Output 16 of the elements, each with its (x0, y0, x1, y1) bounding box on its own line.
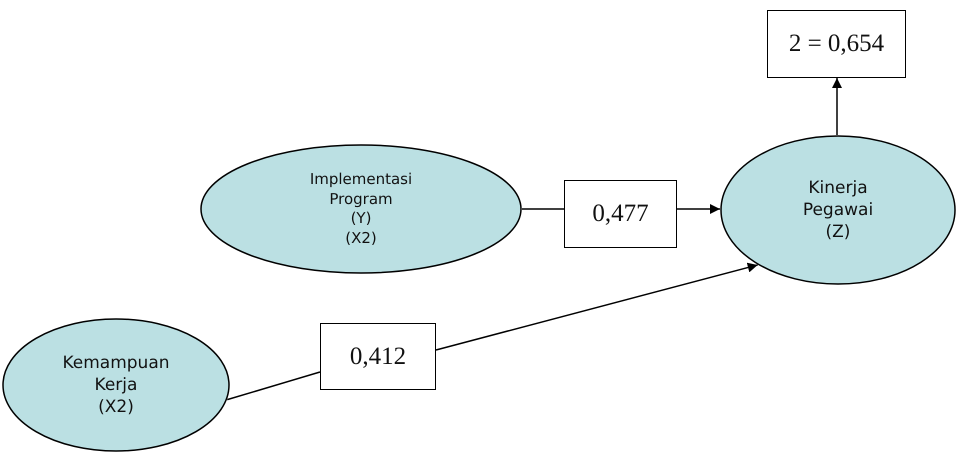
variable-label: (X2) (98, 396, 134, 418)
variable-label: (Y) (350, 209, 372, 228)
coefficient-value: 0,412 (350, 342, 406, 370)
coefficient-box (767, 10, 906, 78)
variable-label: Kinerja Pegawai (802, 176, 874, 222)
coefficient-box (564, 180, 677, 248)
variable-label: Implementasi Program (308, 170, 414, 209)
arrow (436, 262, 758, 351)
coefficient-box (320, 323, 436, 390)
arrow (677, 204, 720, 214)
coefficient-value: 2 = 0,654 (788, 30, 884, 58)
variable-label: (X2) (345, 228, 377, 248)
variable-label: (Z) (826, 221, 850, 244)
arrow (832, 78, 842, 135)
coefficient-value: 0,477 (592, 200, 649, 228)
variable-label: Kemampuan Kerja (61, 352, 171, 396)
